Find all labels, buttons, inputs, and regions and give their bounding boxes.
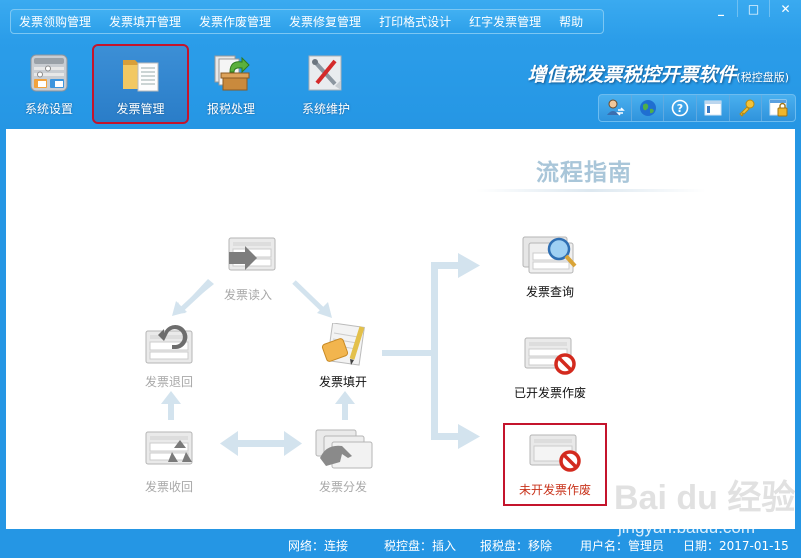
flow-node-label: 发票退回	[144, 375, 193, 389]
status-network: 网络：连接	[288, 539, 349, 553]
key-button[interactable]	[730, 95, 763, 121]
app-edition: (税控盘版)	[736, 71, 789, 84]
close-button[interactable]: ✕	[769, 0, 801, 17]
toolbar-invoice-management[interactable]: 发票管理	[92, 44, 189, 124]
flow-node-label: 已开发票作废	[513, 386, 586, 400]
flow-node-invoice-recover[interactable]: 发票收回	[109, 428, 229, 495]
window-icon	[704, 100, 722, 116]
menu-invoice-repair[interactable]: 发票修复管理	[289, 15, 362, 29]
minimize-button[interactable]: _	[705, 0, 737, 17]
window-controls: _ □ ✕	[705, 0, 801, 17]
window-button[interactable]	[697, 95, 730, 121]
toolbar-label: 发票管理	[116, 102, 165, 116]
tools-icon	[308, 55, 342, 91]
help-button[interactable]: ?	[664, 95, 698, 121]
status-bar: 网络：连接 税控盘：插入 报税盘：移除 用户名：管理员 日期：2017-01-1…	[0, 531, 801, 558]
flow-node-invoice-return[interactable]: 发票退回	[109, 323, 229, 390]
menu-print-format[interactable]: 打印格式设计	[379, 15, 452, 29]
invoice-return-icon	[145, 325, 193, 364]
app-brand-title: 增值税发票税控开票软件(税控盘版)	[527, 60, 789, 87]
baidu-watermark-logo: Bai du 经验	[614, 479, 796, 517]
quick-tools-bar: ?	[598, 94, 796, 122]
flow-node-label: 未开发票作废	[518, 483, 591, 497]
toolbar-label: 系统维护	[301, 102, 350, 116]
flow-node-void-issued[interactable]: 已开发票作废	[490, 334, 610, 401]
flow-node-invoice-fill[interactable]: 发票填开	[283, 323, 403, 390]
status-username: 用户名：管理员	[580, 539, 665, 553]
status-tax-disk: 税控盘：插入	[384, 539, 457, 553]
guide-title: 流程指南	[536, 160, 632, 186]
flow-node-label: 发票填开	[318, 375, 367, 389]
toolbar-label: 报税处理	[206, 102, 255, 116]
lock-button[interactable]	[762, 95, 795, 121]
network-button[interactable]	[632, 95, 665, 121]
globe-icon	[639, 100, 656, 116]
key-icon	[738, 99, 755, 117]
flow-node-label: 发票收回	[144, 480, 193, 494]
invoice-fill-icon	[321, 323, 365, 366]
menu-invoice-void[interactable]: 发票作废管理	[199, 15, 272, 29]
void-unissued-icon	[529, 434, 581, 472]
baidu-watermark-url: jingyan.baidu.com	[618, 518, 756, 537]
minimize-icon: _	[718, 1, 724, 16]
flow-arrows	[161, 253, 480, 456]
folder-icon	[122, 60, 158, 92]
guide-title-underline	[476, 189, 706, 192]
app-title: 增值税发票税控开票软件	[527, 64, 737, 86]
invoice-recover-icon	[145, 431, 193, 465]
lock-icon	[769, 99, 788, 117]
invoice-distribute-icon	[315, 429, 373, 469]
flow-node-void-unissued[interactable]: 未开发票作废	[503, 423, 607, 506]
settings-panel-icon	[30, 54, 68, 92]
menu-invoice-purchase[interactable]: 发票领购管理	[19, 15, 92, 29]
menu-help[interactable]: 帮助	[559, 15, 584, 29]
menu-red-invoice[interactable]: 红字发票管理	[469, 15, 542, 29]
tax-box-icon	[214, 55, 250, 91]
flow-node-label: 发票查询	[525, 285, 574, 299]
process-guide-panel: 流程指南	[6, 129, 795, 529]
maximize-icon: □	[747, 1, 760, 16]
flow-node-invoice-distribute[interactable]: 发票分发	[283, 428, 403, 495]
void-issued-icon	[524, 337, 576, 375]
toolbar-system-settings[interactable]: 系统设置	[4, 46, 94, 122]
status-date: 日期：2017-01-15	[683, 539, 789, 553]
invoice-read-icon	[228, 237, 276, 271]
invoice-query-icon	[522, 236, 577, 274]
flow-node-label: 发票读入	[223, 288, 272, 302]
toolbar-label: 系统设置	[24, 102, 73, 116]
flow-node-invoice-read[interactable]: 发票读入	[188, 236, 308, 303]
toolbar-system-maintenance[interactable]: 系统维护	[281, 46, 371, 122]
menu-bar: 发票领购管理 发票填开管理 发票作废管理 发票修复管理 打印格式设计 红字发票管…	[10, 9, 604, 34]
switch-user-button[interactable]	[599, 95, 632, 121]
menu-invoice-issue[interactable]: 发票填开管理	[109, 15, 182, 29]
flow-node-label: 发票分发	[318, 480, 367, 494]
flow-node-invoice-query[interactable]: 发票查询	[490, 233, 610, 300]
maximize-button[interactable]: □	[737, 0, 769, 17]
status-report-disk: 报税盘：移除	[480, 539, 553, 553]
switch-user-icon	[606, 99, 625, 116]
toolbar-tax-processing[interactable]: 报税处理	[186, 46, 276, 122]
svg-text:?: ?	[677, 102, 683, 115]
close-icon: ✕	[780, 1, 791, 16]
help-icon: ?	[671, 99, 689, 117]
